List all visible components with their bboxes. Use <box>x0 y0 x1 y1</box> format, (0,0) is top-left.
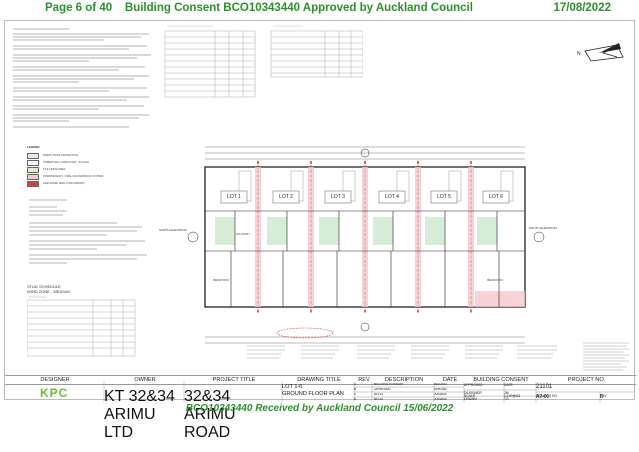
header-project-no: PROJECT NO. <box>567 377 606 383</box>
rev-b-date: APR2022 <box>434 387 447 391</box>
header-drawing-title: DRAWING TITLE <box>297 377 341 383</box>
current-rev-value: D <box>600 394 604 400</box>
schedule-tables <box>164 25 363 98</box>
header-description: DESCRIPTION <box>384 377 424 383</box>
designer-label: DESIGNER <box>464 391 482 395</box>
title-block-values: KPC KT 32&34 ARIMU LTD 32&34 ARIMU ROAD … <box>4 382 635 441</box>
approved-label: APPROVED <box>464 383 483 387</box>
header-project-title: PROJECT TITLE <box>212 377 256 383</box>
lot-label: LOT 5 <box>437 194 451 200</box>
stud-schedule: STUD SCHEDULE WIND ZONE - MEDIUM <box>26 284 137 365</box>
lot-area-notes <box>247 345 557 359</box>
title-block: DESIGNER OWNER PROJECT TITLE DRAWING TIT… <box>5 375 636 401</box>
rev-a-date: DEC2021 <box>434 382 448 386</box>
title-block-grid <box>103 382 635 402</box>
stud-schedule-title: STUD SCHEDULE <box>27 284 61 289</box>
right-notes <box>583 342 629 371</box>
legend-swatch <box>27 166 39 173</box>
drawing-no-value: A2-01 <box>536 394 550 400</box>
room-label: LAUNDRY <box>236 232 250 236</box>
drawing-title-line2: GROUND FLOOR PLAN <box>282 391 344 397</box>
rev-d: D <box>354 397 357 401</box>
drawn-initials: TG <box>504 397 509 401</box>
lot-label: LOT 6 <box>489 194 503 200</box>
page-info: Page 6 of 40 <box>45 2 113 14</box>
legend-item: TIMBER WALL INSULATION - 90 HIGH <box>27 159 147 166</box>
elevation-label: SOUTH ELEVATION <box>529 226 557 230</box>
title-block-bottom: SCALE 1:100@A3 A2-01 D <box>4 394 635 402</box>
rev-b-desc: APPROVED <box>374 387 391 391</box>
drawing-notes <box>29 199 147 264</box>
rev-b: B <box>354 387 357 391</box>
rev-d-date: JUN2022 <box>434 397 447 401</box>
legend-item: FIRE RATED WALL (FRR 60/60/60) <box>27 180 147 187</box>
header-date: 17/08/2022 <box>553 2 611 14</box>
legend-label: INTERTENANCY / FIRE / SOUNDPROOF SYSTEM <box>43 175 104 178</box>
received-footer: BCO10343440 Received by Auckland Council… <box>185 403 454 414</box>
project-title-value: 32&34 ARIMU ROAD <box>184 388 236 441</box>
room-label: BEDROOM <box>213 278 229 282</box>
consent-header: Page 6 of 40 Building Consent BCO1034344… <box>0 0 639 20</box>
project-no-value: 21101 <box>536 384 553 390</box>
header-rev: REV <box>358 377 370 383</box>
elevation-label: NORTH ELEVATION <box>159 228 187 232</box>
lot-label: LOT 3 <box>331 194 345 200</box>
legend-title: LEGEND <box>27 145 40 149</box>
ground-floor-plan: LOT 1 LOT 2 LOT 3 LOT 4 LOT 5 LOT 6 BEDR… <box>159 146 557 344</box>
legend-item: INTERTENANCY / FIRE / SOUNDPROOF SYSTEM <box>27 173 147 180</box>
rev-c-date: JUN2022 <box>434 392 447 396</box>
wind-zone: WIND ZONE - MEDIUM <box>27 289 70 294</box>
general-notes <box>13 28 151 128</box>
legend-label: FIRE/IC ROOF PROTECTION <box>43 154 79 157</box>
rev-label: REV <box>600 394 607 398</box>
designer-logo-text: KPC <box>40 386 69 400</box>
lot-label: LOT 4 <box>385 194 399 200</box>
stud-schedule-table <box>26 296 136 357</box>
designer-logo: KPC <box>40 384 80 400</box>
lot-label: LOT 2 <box>279 194 293 200</box>
legend-item: FIRE/IC ROOF PROTECTION <box>27 152 147 159</box>
scale-value: 1:100@A3 <box>504 394 521 398</box>
legend-item: TILE FINISH AREA <box>27 166 147 173</box>
legend-label: TILE FINISH AREA <box>43 168 66 171</box>
header-date: DATE <box>442 377 458 383</box>
designer-initials: JM <box>504 391 509 395</box>
drawn-label: DRAWN <box>464 397 477 401</box>
svg-text:N: N <box>577 51 581 57</box>
legend: LEGEND FIRE/IC ROOF PROTECTION TIMBER WA… <box>27 145 147 187</box>
rev-a: A <box>354 382 357 386</box>
legend-swatch <box>27 180 39 187</box>
header-designer: DESIGNER <box>40 377 70 383</box>
rev-a-desc: BUILDING CONSENT <box>374 382 404 386</box>
drawing-title-line1: LOT 1-6 <box>282 384 303 390</box>
header-building-consent: BUILDING CONSENT <box>473 377 529 383</box>
title-block-header: DESIGNER OWNER PROJECT TITLE DRAWING TIT… <box>5 376 636 385</box>
legend-swatch <box>27 173 39 180</box>
header-text: Page 6 of 40 Building Consent BCO1034344… <box>45 2 473 14</box>
header-owner: OWNER <box>134 377 156 383</box>
rev-c: C <box>354 392 357 396</box>
scale-label: SCALE <box>464 394 476 398</box>
drawing-sheet: N LEGEND FIRE/IC ROOF PROTECTION TIMBER … <box>4 20 636 401</box>
legend-label: FIRE RATED WALL (FRR 60/60/60) <box>43 182 85 185</box>
rev-d-desc: RFI 02 <box>374 397 384 401</box>
north-arrow-icon: N <box>577 43 624 62</box>
drawing-no-label: DRAWING NO. <box>536 394 558 398</box>
rev-c-desc: RFI 01 <box>374 392 384 396</box>
room-label: BEDROOM <box>487 278 503 282</box>
date-label: DATE <box>504 383 513 387</box>
owner-value: KT 32&34 ARIMU LTD <box>104 388 175 441</box>
legend-swatch <box>27 152 39 159</box>
legend-swatch <box>27 159 39 166</box>
legend-label: TIMBER WALL INSULATION - 90 HIGH <box>43 161 89 164</box>
consent-text: Building Consent BCO10343440 Approved by… <box>124 2 473 14</box>
lot-label: LOT 1 <box>227 194 241 200</box>
